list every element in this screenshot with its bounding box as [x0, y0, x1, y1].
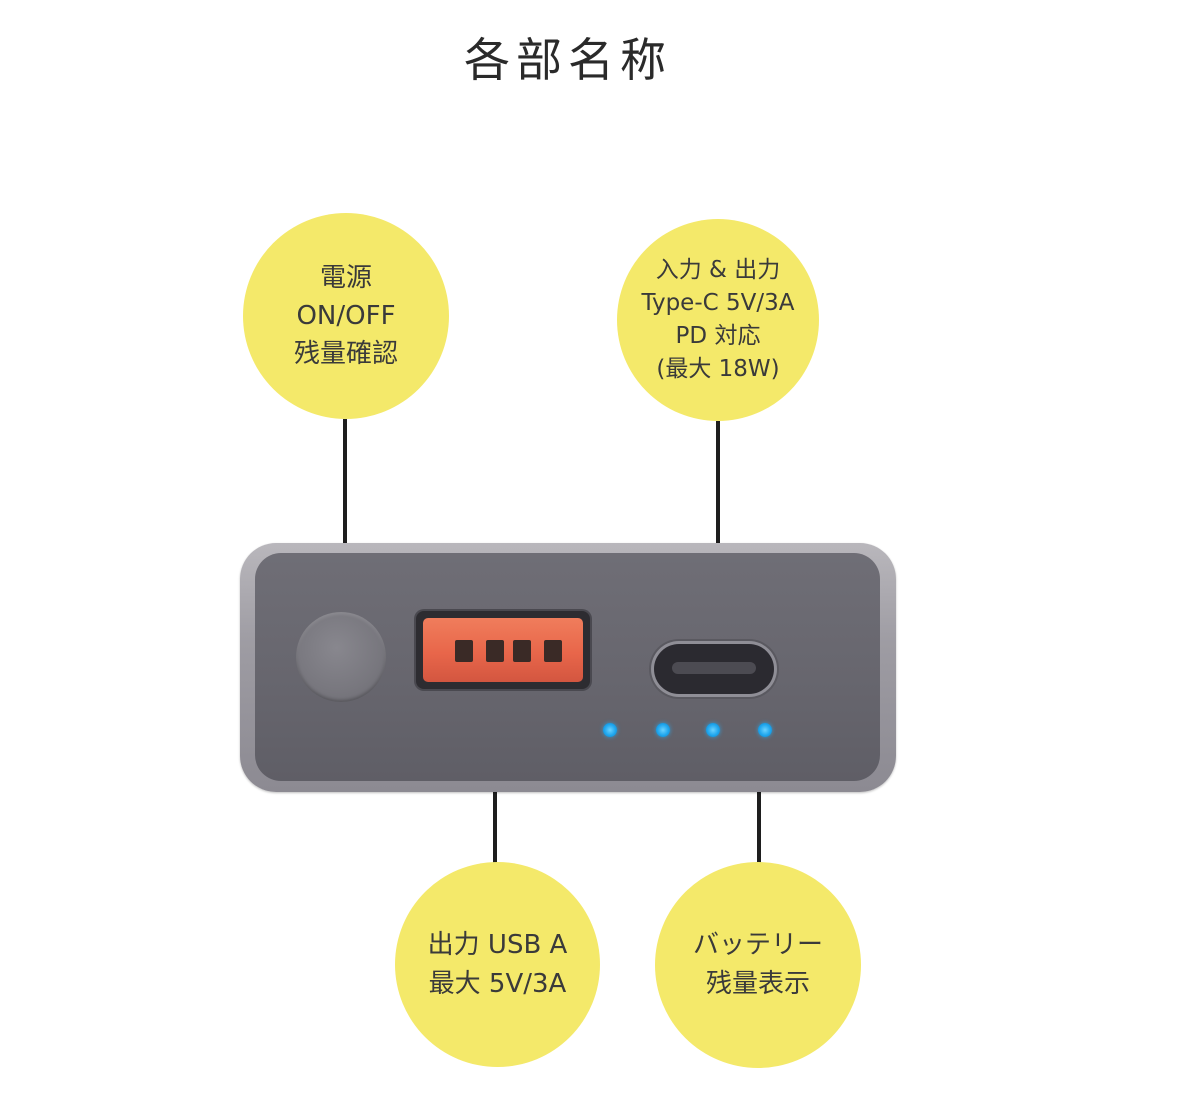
battery-led	[656, 723, 670, 737]
callout-type-c: 入力 & 出力 Type-C 5V/3A PD 対応 (最大 18W)	[617, 219, 819, 421]
battery-led	[758, 723, 772, 737]
page-title: 各部名称	[464, 33, 672, 87]
power-button[interactable]	[296, 612, 386, 702]
battery-led	[706, 723, 720, 737]
leader-line-power	[343, 419, 347, 630]
callout-battery-line: バッテリー	[692, 930, 823, 960]
usb-a-contact	[455, 640, 473, 662]
callout-power-line: ON/OFF	[296, 301, 396, 331]
callout-power-line: 残量確認	[293, 339, 398, 369]
callout-type-c-line: (最大 18W)	[656, 356, 780, 382]
callout-battery: バッテリー 残量表示	[655, 862, 861, 1068]
battery-led	[603, 723, 617, 737]
leader-line-battery	[757, 744, 761, 863]
leader-line-typec	[716, 421, 720, 650]
callout-power: 電源 ON/OFF 残量確認	[243, 213, 449, 419]
callout-type-c-line: Type-C 5V/3A	[641, 290, 795, 316]
callout-usb-a-line: 出力 USB A	[427, 929, 568, 960]
usb-a-contact	[486, 640, 504, 662]
usb-c-tongue	[672, 662, 756, 674]
usb-a-contact	[544, 640, 562, 662]
callout-type-c-line: 入力 & 出力	[655, 257, 781, 283]
usb-a-contact	[513, 640, 531, 662]
callout-usb-a: 出力 USB A 最大 5V/3A	[395, 862, 600, 1067]
callout-type-c-line: PD 対応	[675, 323, 761, 349]
callout-battery-line: 残量表示	[705, 969, 810, 999]
callout-power-line: 電源	[319, 263, 372, 293]
callout-usb-a-line: 最大 5V/3A	[428, 968, 567, 999]
